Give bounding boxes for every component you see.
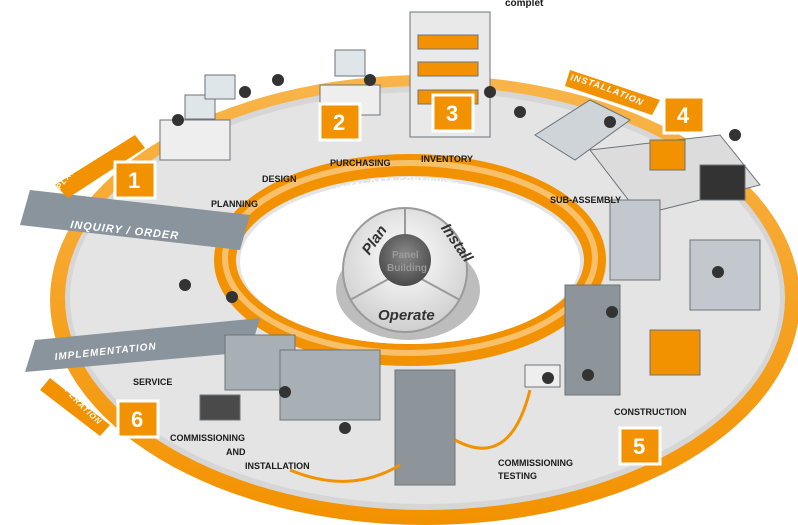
step-badge-3 [431,93,475,133]
step-badge-4 [662,95,706,135]
worker-16 [339,422,351,434]
hub-center-line2: Building [387,263,427,274]
hub-core [379,234,431,286]
shelf-box-1 [417,34,479,50]
worker-12 [542,372,554,384]
worker-15 [279,386,291,398]
worker-1 [172,114,184,126]
worker-11 [582,369,594,381]
step-number-6: 6 [131,407,143,432]
step-number-2: 2 [333,110,345,135]
step-number-5: 5 [633,434,645,459]
hub-center-line1: Panel [392,250,419,261]
station-install-line1: COMMISSIONING [170,433,245,443]
service-case [199,394,241,421]
machine-4a [649,139,686,171]
desk-planning [159,119,231,161]
worker-3 [272,74,284,86]
worker-10 [606,306,618,318]
worker-6 [514,106,526,118]
step-badge-6 [116,399,160,439]
station-install-line3: INSTALLATION [245,461,310,471]
step-number-4: 4 [677,103,690,128]
installation-band [565,70,660,115]
tool-cart [649,329,701,376]
central-hub: Plan Install Operate Panel Building [336,207,480,340]
planning-band [55,135,145,198]
monitor-purchasing [334,49,366,77]
inner-ring-highlight [222,160,598,356]
worker-9 [712,266,724,278]
station-sub-assembly: SUB-ASSEMBLY [550,195,621,205]
cable-1 [289,463,401,483]
cable-2 [454,389,532,450]
construction-rack-1 [609,199,661,281]
top-fragment-text: complet [505,0,544,9]
hub-operate: Operate [378,307,435,324]
worker-5 [484,86,496,98]
station-install-line2: AND [226,447,246,457]
construction-rack-2 [689,239,761,311]
station-service: SERVICE [133,377,172,387]
inquiry-band [20,190,250,250]
step-badge-2 [318,102,362,142]
station-design: DESIGN [262,174,297,184]
operation-band [40,378,110,436]
control-cabinet-2 [394,369,456,486]
station-testing-line2: TESTING [498,471,537,481]
station-construction: CONSTRUCTION [614,407,687,417]
station-purchasing: PURCHASING [330,158,391,168]
monitor-design [204,74,236,100]
workers [172,74,741,434]
machine-line-2 [279,349,381,421]
worker-7 [604,116,616,128]
station-testing-line1: COMMISSIONING [498,458,573,468]
station-inventory: INVENTORY [421,154,473,164]
step-badge-5 [618,426,662,466]
shelf-box-2 [417,61,479,77]
worker-2 [239,86,251,98]
step-number-1: 1 [128,168,140,193]
equipment-shapes [159,11,761,486]
step-badges: 1 2 3 4 5 6 [113,93,706,466]
sub-assembly-table [534,99,631,161]
implementation-band [25,318,260,372]
worker-4 [364,74,376,86]
worker-8 [729,129,741,141]
worker-13 [179,279,191,291]
machine-4b [699,164,746,201]
station-planning: PLANNING [211,199,258,209]
step-number-3: 3 [446,101,458,126]
step-badge-1 [113,160,157,200]
worker-14 [226,291,238,303]
